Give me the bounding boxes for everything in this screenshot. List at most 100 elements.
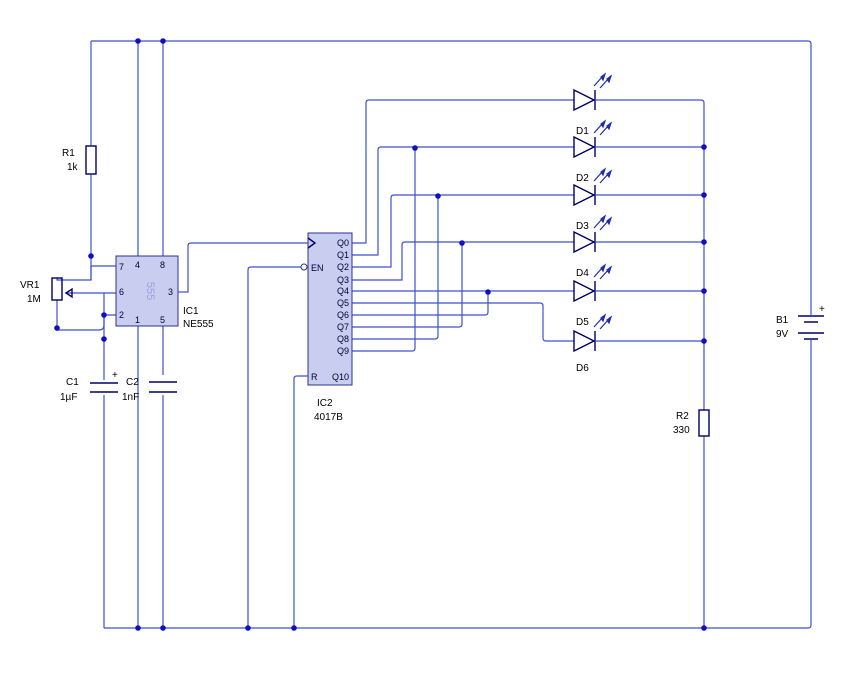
wire-vr1 (56, 266, 105, 331)
wire-q6 (352, 292, 489, 316)
junction-dot (160, 625, 166, 631)
wire-clock (185, 242, 308, 293)
wiper-arrow-icon (64, 287, 73, 299)
ic2-pin-q2: Q2 (337, 262, 349, 272)
wire-q5 (352, 302, 574, 342)
ic2-pin-q5: Q5 (337, 298, 349, 308)
ic1-pin6: 6 (119, 287, 124, 297)
capacitor-icon (149, 381, 177, 393)
wire-led-cathodes (596, 99, 705, 410)
c1-ref: C1 (66, 377, 79, 388)
wire-r1 (90, 41, 116, 267)
wire-q2 (352, 194, 574, 268)
junction-dot (701, 144, 707, 150)
potentiometer-vr1: VR1 1M (20, 277, 73, 305)
ic1-pin4: 4 (135, 260, 140, 270)
capacitor-c1: + C1 1µF (60, 370, 118, 403)
wire-q7 (352, 243, 463, 328)
vr1-ref: VR1 (20, 280, 40, 291)
inverted-input-icon (300, 263, 308, 271)
ic1-value: NE555 (183, 319, 214, 330)
c1-value: 1µF (60, 392, 77, 403)
clock-input-icon (307, 237, 317, 249)
junction-dot (701, 288, 707, 294)
ic1-body (115, 255, 179, 327)
ic2-pin-q0: Q0 (337, 238, 349, 248)
wire-q0 (352, 99, 574, 244)
ic2-pin-q9: Q9 (337, 346, 349, 356)
led-icon (573, 167, 613, 207)
junction-dot (245, 625, 251, 631)
ic2-pin-en: EN (311, 263, 324, 273)
wire-q1 (352, 146, 574, 256)
battery-icon (798, 315, 824, 340)
r2-value: 330 (673, 425, 690, 436)
junction-dot (101, 336, 107, 342)
junction-dot (54, 325, 60, 331)
ic2-pin-q4: Q4 (337, 286, 349, 296)
wire-q3 (352, 241, 574, 281)
r1-ref: R1 (62, 148, 75, 159)
wire-bottom-rail (104, 344, 812, 629)
ic2-4017: EN R Q0 Q1 Q2 Q3 Q4 Q5 Q6 Q7 Q8 Q9 Q10 I… (300, 232, 353, 423)
led-label-d4: D4 (576, 268, 589, 279)
led-icon (573, 214, 613, 254)
led-label-d3: D3 (576, 221, 589, 232)
junction-dot (435, 193, 441, 199)
wire-q8 (352, 196, 439, 340)
ic2-pin-q10: Q10 (332, 372, 349, 382)
led-label-d5: D5 (576, 317, 589, 328)
r1-value: 1k (67, 162, 79, 173)
ic2-pin-q1: Q1 (337, 250, 349, 260)
junction-dot (412, 145, 418, 151)
junction-dot (701, 239, 707, 245)
ic2-body (307, 232, 353, 386)
capacitor-icon (90, 382, 118, 393)
junction-dot (459, 240, 465, 246)
ic2-pin-q8: Q8 (337, 334, 349, 344)
ic1-pin7: 7 (119, 262, 124, 272)
wire-top-rail (91, 40, 812, 300)
led-label-d6: D6 (576, 363, 589, 374)
resistor-icon (698, 409, 710, 437)
junction-dot (135, 38, 141, 44)
ic2-pin-q7: Q7 (337, 322, 349, 332)
junctions (54, 38, 707, 631)
wire-q9 (352, 148, 416, 352)
ic1-chip-text: 555 (144, 282, 156, 300)
b1-polarity: + (819, 304, 825, 315)
led-icon (573, 119, 613, 159)
vr1-value: 1M (27, 294, 41, 305)
potentiometer-icon (51, 277, 63, 301)
capacitor-c2: C2 1nF (122, 377, 177, 403)
b1-ref: B1 (776, 315, 789, 326)
battery-b1: + B1 9V (776, 300, 825, 344)
wire-pin2 (103, 314, 116, 628)
junction-dot (485, 289, 491, 295)
junction-dot (135, 625, 141, 631)
resistor-r2: R2 330 (673, 409, 710, 437)
led-icon (573, 72, 613, 112)
ic1-pin5: 5 (160, 315, 165, 325)
ic1-555: 555 7 4 8 6 3 2 1 5 IC1 NE555 (115, 255, 214, 330)
ic1-pin1: 1 (135, 315, 140, 325)
ic1-ref: IC1 (183, 306, 199, 317)
b1-value: 9V (776, 329, 789, 340)
ic2-pin-q6: Q6 (337, 310, 349, 320)
wire-reset (293, 375, 308, 628)
junction-dot (701, 625, 707, 631)
junction-dot (101, 312, 107, 318)
junction-dot (160, 38, 166, 44)
wires (56, 40, 812, 629)
c1-polarity: + (112, 370, 118, 381)
c2-ref: C2 (126, 377, 139, 388)
junction-dot (701, 338, 707, 344)
ic1-pin2: 2 (119, 310, 124, 320)
ic2-ref: IC2 (317, 398, 333, 409)
wire-en (247, 266, 301, 628)
junction-dot (701, 192, 707, 198)
led-icon (573, 263, 613, 303)
r2-ref: R2 (676, 411, 689, 422)
ic2-pin-q3: Q3 (337, 275, 349, 285)
